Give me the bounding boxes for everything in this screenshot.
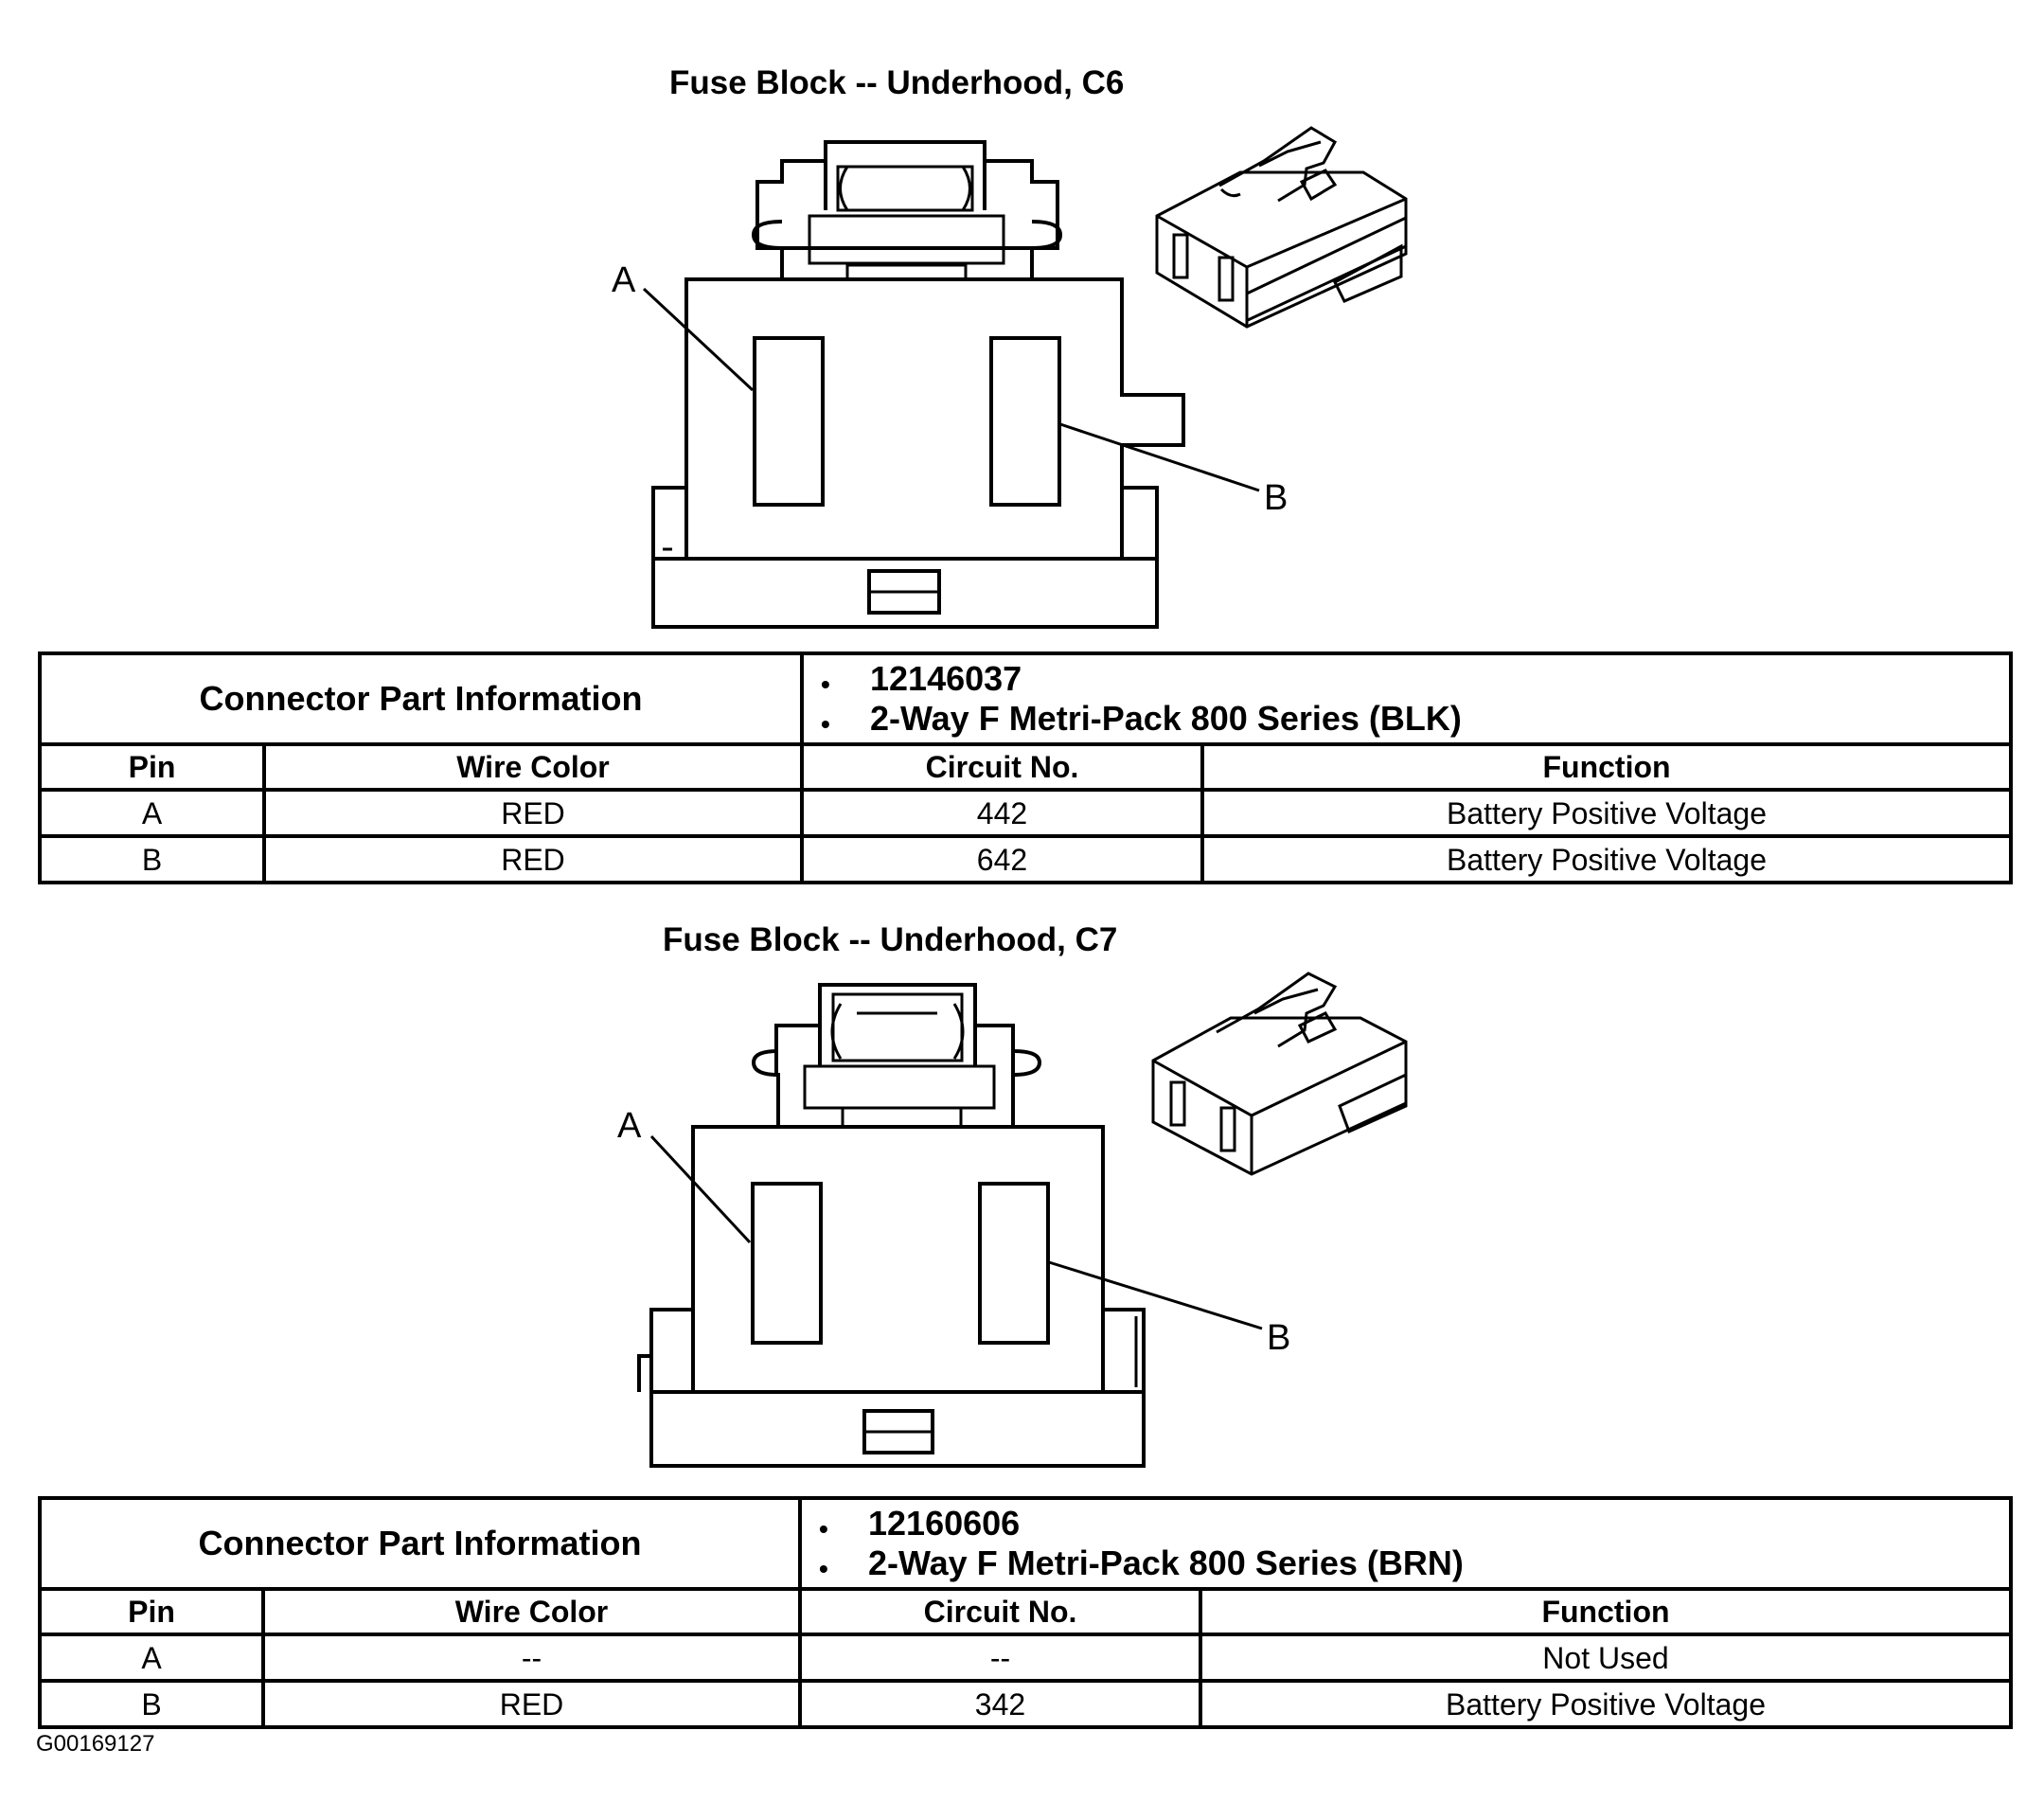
cell-pin: A: [38, 788, 266, 838]
part-description: 2-Way F Metri-Pack 800 Series (BLK): [821, 699, 2009, 744]
connector-c6-table: Connector Part Information 12146037 2-Wa…: [38, 651, 2014, 884]
connector-c6-body: [684, 277, 1185, 561]
connector-c7-base: [649, 1390, 1146, 1468]
connector-c7-drawing: [637, 972, 1408, 1468]
connector-c7-latch: [774, 983, 1015, 1127]
table-row: A -- -- Not Used: [38, 1633, 2013, 1683]
cell-wire-color: RED: [261, 1679, 802, 1729]
connector-c6-cavity-b: [989, 336, 1061, 507]
connector-c6-pin-label-a: A: [612, 260, 636, 300]
connector-c7-isometric-view: [1151, 972, 1408, 1176]
connector-c7-pin-label-b: B: [1267, 1318, 1291, 1358]
connector-part-info-label: Connector Part Information: [38, 651, 804, 746]
cell-function: Battery Positive Voltage: [1200, 834, 2014, 884]
cell-function: Battery Positive Voltage: [1200, 788, 2014, 838]
connector-c6-cavity-a: [753, 336, 825, 507]
table-row: B RED 642 Battery Positive Voltage: [38, 834, 2014, 884]
column-header-wire-color: Wire Color: [262, 742, 804, 792]
column-header-circuit: Circuit No.: [800, 742, 1204, 792]
figure-id: G00169127: [36, 1731, 155, 1757]
connector-c6-latch: [755, 140, 1059, 279]
column-header-wire-color: Wire Color: [261, 1587, 802, 1636]
cell-circuit: 442: [800, 788, 1204, 838]
part-number: 12160606: [819, 1504, 2009, 1549]
cell-function: Not Used: [1199, 1633, 2013, 1683]
column-header-function: Function: [1199, 1587, 2013, 1636]
connector-c7-title: Fuse Block -- Underhood, C7: [663, 921, 1118, 958]
connector-c7-cavity-b: [978, 1182, 1050, 1345]
connector-c7-pin-label-a: A: [617, 1106, 642, 1146]
column-header-pin: Pin: [38, 1587, 265, 1636]
connector-c6-drawing: [642, 126, 1408, 629]
cell-wire-color: RED: [262, 834, 804, 884]
cell-wire-color: RED: [262, 788, 804, 838]
part-number: 12146037: [821, 659, 2009, 705]
cell-circuit: 642: [800, 834, 1204, 884]
connector-c6-isometric-view: [1155, 126, 1408, 329]
connector-part-info: 12160606 2-Way F Metri-Pack 800 Series (…: [798, 1496, 2013, 1591]
table-row: A RED 442 Battery Positive Voltage: [38, 788, 2014, 838]
cell-circuit: 342: [798, 1679, 1202, 1729]
column-header-circuit: Circuit No.: [798, 1587, 1202, 1636]
connector-c6-base: [651, 557, 1159, 629]
cell-function: Battery Positive Voltage: [1199, 1679, 2013, 1729]
cell-circuit: --: [798, 1633, 1202, 1683]
connector-c6-title: Fuse Block -- Underhood, C6: [669, 64, 1125, 101]
table-row: B RED 342 Battery Positive Voltage: [38, 1679, 2013, 1729]
connector-c7-cavity-a: [751, 1182, 823, 1345]
column-header-function: Function: [1200, 742, 2014, 792]
cell-pin: A: [38, 1633, 265, 1683]
cell-pin: B: [38, 1679, 265, 1729]
cell-wire-color: --: [261, 1633, 802, 1683]
connector-part-info-label: Connector Part Information: [38, 1496, 802, 1591]
cell-pin: B: [38, 834, 266, 884]
column-header-pin: Pin: [38, 742, 266, 792]
connector-part-info: 12146037 2-Way F Metri-Pack 800 Series (…: [799, 651, 2014, 746]
part-description: 2-Way F Metri-Pack 800 Series (BRN): [819, 1543, 2009, 1589]
connector-c6-pin-label-b: B: [1264, 478, 1289, 518]
connector-c7-table: Connector Part Information 12160606 2-Wa…: [38, 1496, 2013, 1729]
